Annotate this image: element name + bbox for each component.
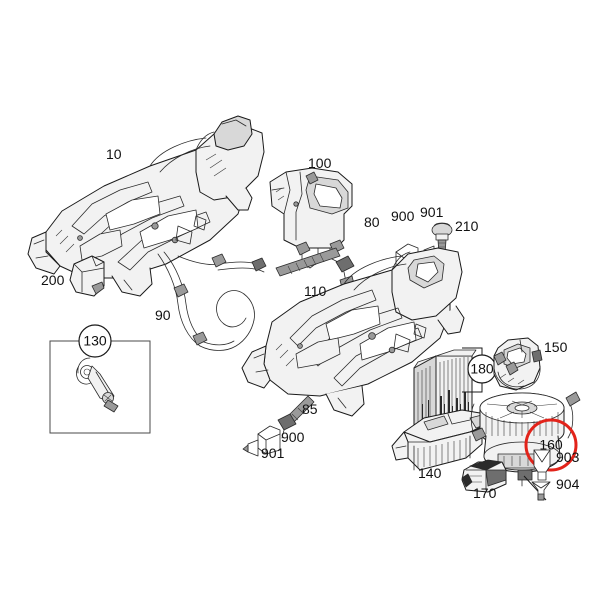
part-label-80: 80 — [364, 214, 380, 230]
part-80-linkage-rod — [275, 247, 355, 289]
part-label-150: 150 — [544, 339, 568, 355]
part-170-blower-resistor — [461, 459, 507, 493]
callout-label-130: 130 — [83, 333, 107, 349]
part-label-10: 10 — [106, 146, 122, 162]
part-label-200: 200 — [41, 272, 65, 288]
part-100-air-duct-bracket — [269, 167, 353, 269]
callout-label-180: 180 — [470, 361, 494, 377]
part-90-wiring-harness — [157, 251, 267, 351]
highlight-circle-160 — [524, 418, 578, 472]
part-label-901-lower: 901 — [261, 445, 285, 461]
part-903-retainer-clip — [533, 449, 551, 481]
part-label-900-lower: 900 — [281, 429, 305, 445]
callout-label-160: 160 — [539, 437, 563, 453]
part-85-linkage-rod-lower — [277, 395, 315, 439]
part-10-housing-upper — [27, 115, 265, 297]
part-label-900-upper: 900 — [391, 208, 415, 224]
part-label-903: 903 — [556, 449, 580, 465]
part-label-100: 100 — [308, 155, 332, 171]
part-200-cover-cap — [69, 255, 105, 297]
part-label-210: 210 — [455, 218, 479, 234]
part-130-detail-box: 130 — [49, 324, 151, 434]
part-label-110: 110 — [304, 283, 327, 299]
part-label-140: 140 — [418, 465, 442, 481]
part-label-85: 85 — [302, 401, 318, 417]
part-150-blower-motor-cover — [493, 337, 543, 391]
part-904-expansion-rivet — [531, 481, 551, 501]
part-110-heater-housing-lower — [241, 247, 465, 417]
part-label-901-upper: 901 — [420, 204, 444, 220]
part-label-170: 170 — [473, 485, 497, 501]
part-label-90: 90 — [155, 307, 171, 323]
part-901-clip-lower — [242, 439, 259, 457]
part-label-904: 904 — [556, 476, 580, 492]
